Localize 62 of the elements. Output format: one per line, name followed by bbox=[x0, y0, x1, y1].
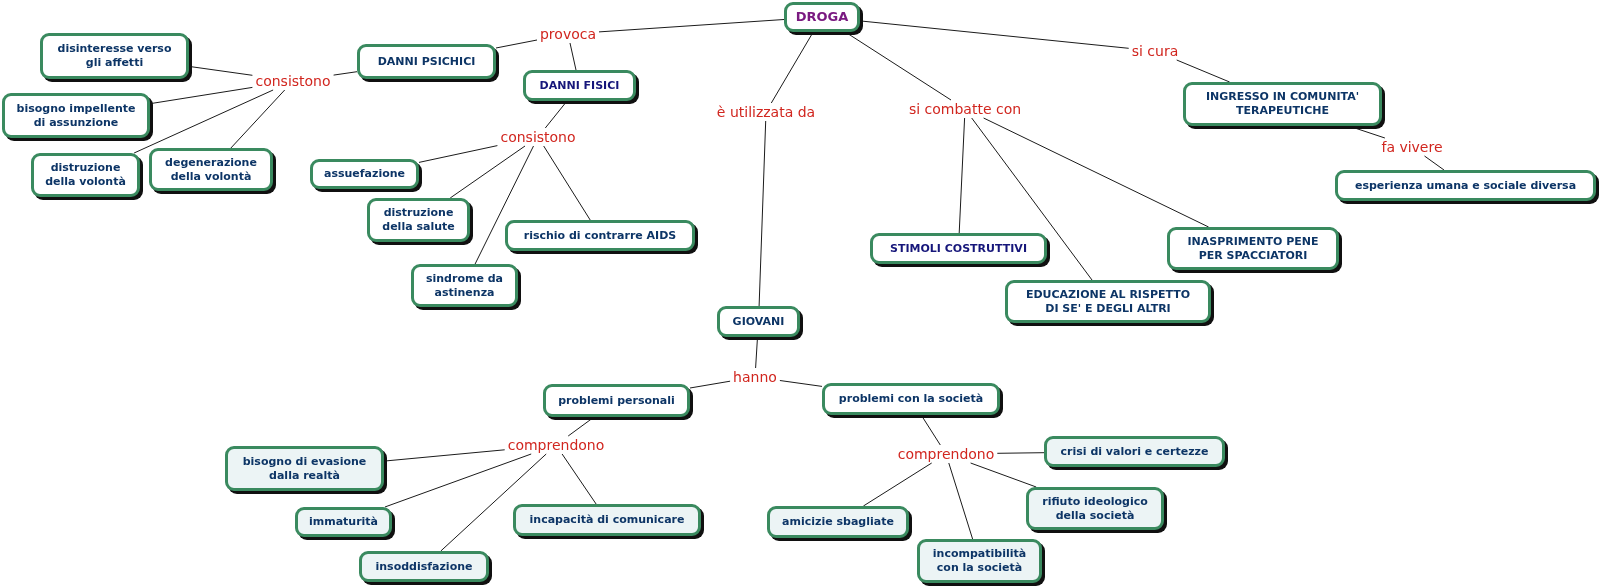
connector-line bbox=[543, 145, 591, 221]
connector-line bbox=[449, 145, 526, 199]
connector-line bbox=[133, 89, 274, 154]
connector-line bbox=[333, 71, 358, 76]
concept-box: bisogno di evasione dalla realtà bbox=[225, 446, 387, 494]
concept-box: EDUCAZIONE AL RISPETTO DI SE' E DEGLI ALTRI bbox=[1005, 280, 1214, 326]
concept-box: INASPRIMENTO PENE PER SPACCIATORI bbox=[1167, 227, 1342, 273]
connector-line bbox=[569, 42, 577, 71]
concept-box: rischio di contrarre AIDS bbox=[505, 220, 698, 254]
connector-line bbox=[983, 117, 1210, 228]
connector-line bbox=[418, 145, 498, 163]
linking-phrase: si cura bbox=[1128, 42, 1182, 60]
concept-box: crisi di valori e certezze bbox=[1044, 436, 1228, 470]
concept-box: STIMOLI COSTRUTTIVI bbox=[870, 233, 1050, 267]
linking-phrase: fa vivere bbox=[1378, 138, 1446, 156]
concept-box: problemi con la società bbox=[822, 383, 1003, 418]
connector-line bbox=[689, 380, 731, 389]
linking-phrase: è utilizzata da bbox=[713, 103, 819, 121]
concept-box: INGRESSO IN COMUNITA' TERAPEUTICHE bbox=[1183, 82, 1385, 129]
connector-line bbox=[230, 89, 286, 149]
concept-box: GIOVANI bbox=[717, 306, 803, 340]
connector-line bbox=[970, 462, 1037, 488]
linking-phrase: comprendono bbox=[894, 445, 998, 463]
connector-line bbox=[862, 462, 933, 507]
linking-phrase: si combatte con bbox=[905, 100, 1025, 118]
concept-box: problemi personali bbox=[543, 384, 693, 420]
linking-phrase: consistono bbox=[497, 128, 579, 146]
concept-box: DANNI FISICI bbox=[523, 70, 639, 104]
concept-box: immaturità bbox=[295, 507, 395, 540]
concept-box: assuefazione bbox=[310, 159, 422, 192]
connector-line bbox=[779, 380, 823, 387]
concept-box: degenerazione della volontà bbox=[149, 148, 276, 194]
connector-line bbox=[440, 453, 547, 552]
connector-line bbox=[561, 453, 597, 505]
connector-line bbox=[598, 19, 785, 33]
linking-phrase: hanno bbox=[730, 368, 780, 386]
concept-box: bisogno impellente di assunzione bbox=[2, 93, 153, 141]
concept-box: esperienza umana e sociale diversa bbox=[1335, 170, 1599, 204]
linking-phrase: comprendono bbox=[504, 436, 608, 454]
concept-box: DROGA bbox=[784, 2, 863, 35]
concept-box: sindrome da astinenza bbox=[411, 264, 521, 310]
connector-line bbox=[996, 452, 1045, 454]
concept-box: incompatibilità con la società bbox=[917, 539, 1045, 586]
connector-line bbox=[495, 39, 538, 49]
connector-line bbox=[474, 145, 534, 265]
concept-box: distruzione della volontà bbox=[31, 153, 143, 200]
connector-line bbox=[971, 117, 1093, 281]
linking-phrase: provoca bbox=[537, 25, 599, 43]
concept-box: rifiuto ideologico della società bbox=[1026, 487, 1167, 533]
linking-phrase: consistono bbox=[252, 72, 334, 90]
concept-box: disinteresse verso gli affetti bbox=[40, 33, 192, 82]
connector-line bbox=[758, 120, 767, 307]
concept-box: incapacità di comunicare bbox=[513, 504, 704, 539]
concept-box: insoddisfazione bbox=[359, 551, 492, 585]
connector-line bbox=[948, 462, 974, 540]
concept-box: DANNI PSICHICI bbox=[357, 44, 499, 82]
concept-box: amicizie sbagliate bbox=[767, 506, 912, 541]
concept-box: distruzione della salute bbox=[367, 198, 473, 245]
connector-line bbox=[1176, 59, 1231, 83]
connector-line bbox=[958, 117, 966, 234]
connector-line bbox=[384, 453, 532, 508]
connector-line bbox=[1424, 155, 1445, 171]
